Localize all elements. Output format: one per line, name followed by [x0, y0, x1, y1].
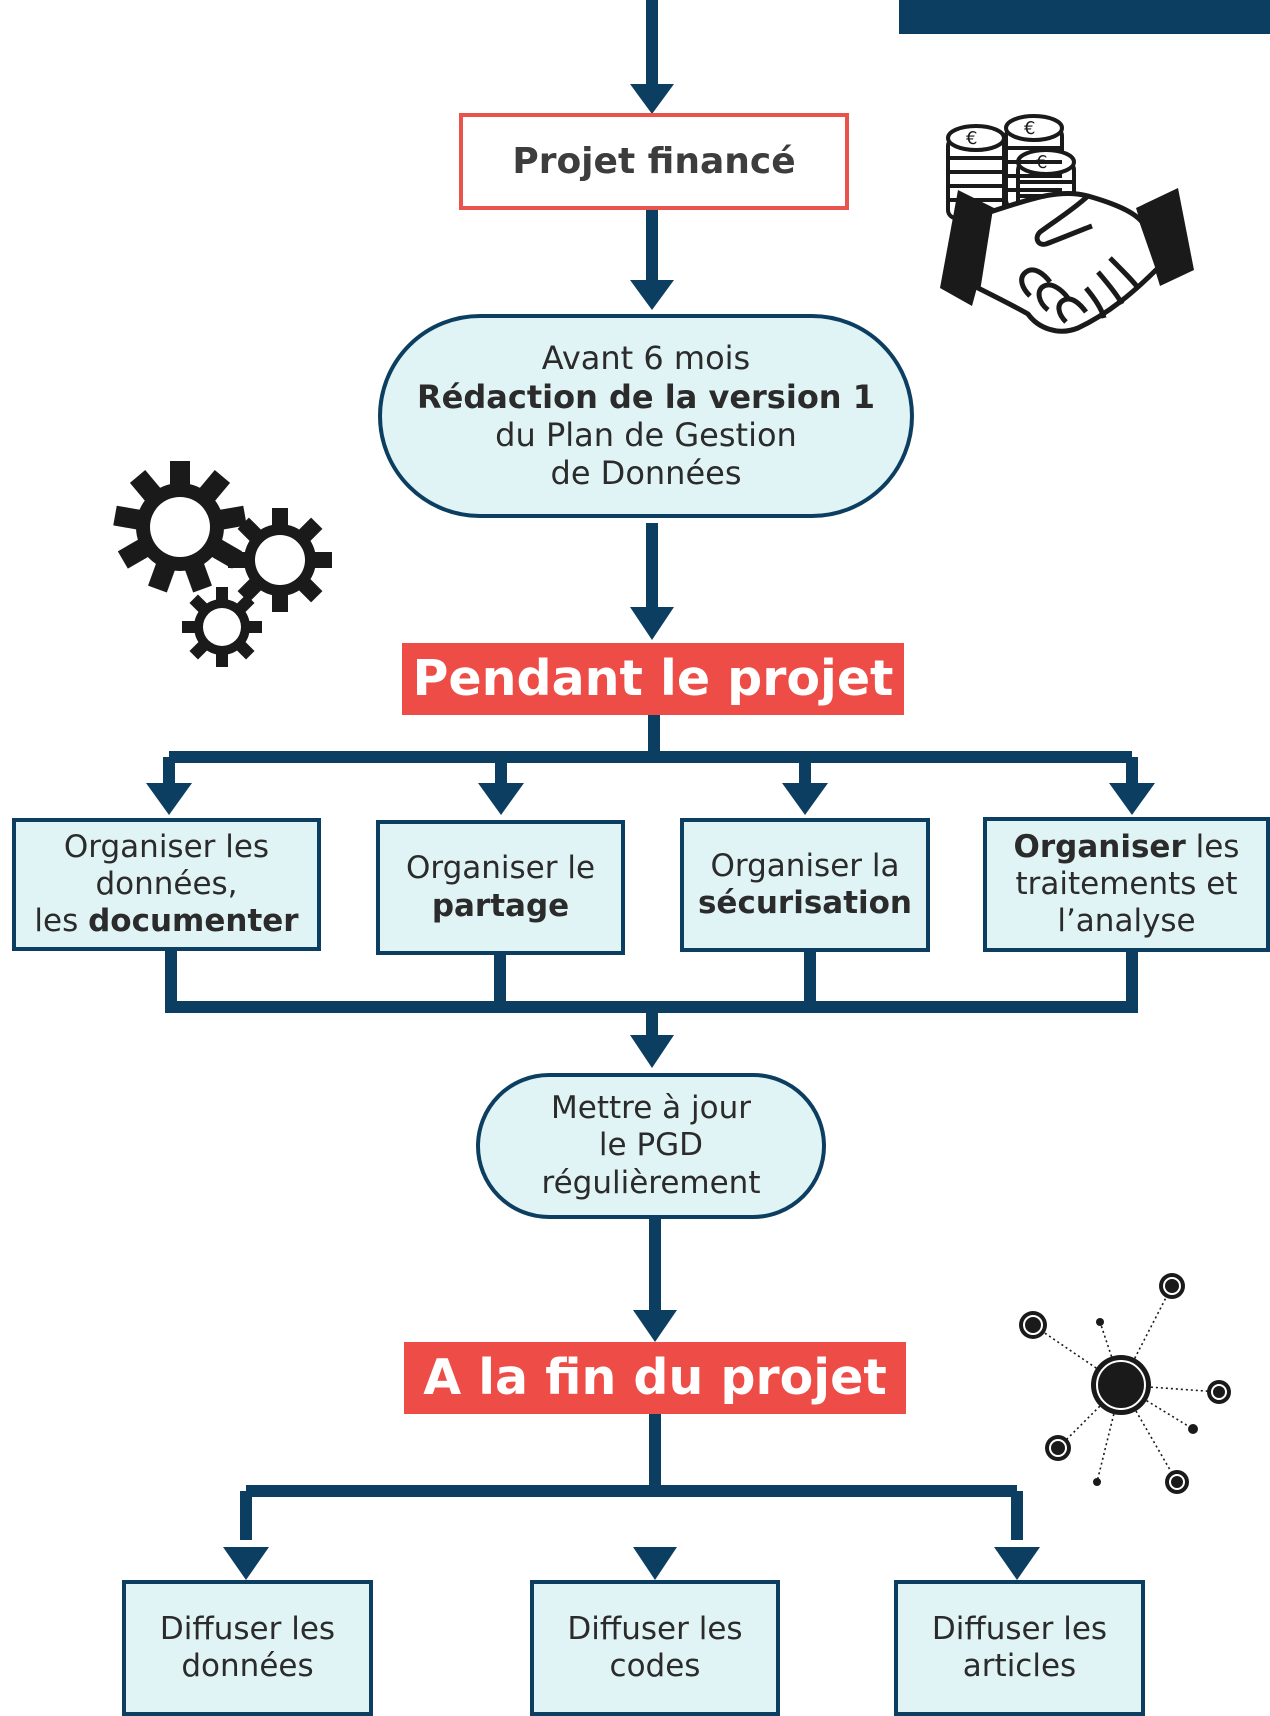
- output-share-data: Diffuser les données: [122, 1580, 373, 1716]
- output-share-articles: Diffuser les articles: [894, 1580, 1145, 1716]
- funded-project-box: Projet financé: [459, 113, 849, 210]
- funded-label: Projet financé: [512, 140, 796, 182]
- task-organise-sharing: Organiser le partage: [376, 820, 625, 955]
- coins-handshake-icon: € € €: [940, 114, 1194, 334]
- task-organise-security-line2: sécurisation: [697, 885, 913, 921]
- output-share-data-line1: Diffuser les: [159, 1610, 336, 1647]
- dmp-v1-line3: du Plan de Gestion: [495, 416, 797, 454]
- task-organise-security: Organiser la sécurisation: [680, 818, 930, 952]
- update-dmp-line1: Mettre à jour: [551, 1090, 751, 1127]
- end-project-banner: A la fin du projet: [404, 1342, 906, 1414]
- task-organise-data-line2: données,: [95, 865, 238, 902]
- gears-icon: [113, 461, 332, 667]
- task-organise-sharing-line2: partage: [431, 887, 570, 924]
- task-organise-processing-line2: traitements et: [1015, 865, 1238, 902]
- dmp-v1-line2: Rédaction de la version 1: [417, 377, 875, 416]
- task-organise-data: Organiser les données, les documenter: [12, 818, 321, 951]
- output-share-code-line2: codes: [609, 1648, 701, 1684]
- during-project-banner: Pendant le projet: [402, 643, 904, 715]
- update-dmp-pill: Mettre à jour le PGD régulièrement: [476, 1073, 826, 1219]
- svg-text:€: €: [1024, 118, 1035, 139]
- output-share-articles-line1: Diffuser les: [931, 1610, 1108, 1647]
- task-organise-data-line3-prefix: les: [34, 903, 89, 940]
- update-dmp-line2: le PGD: [598, 1127, 704, 1164]
- output-share-code: Diffuser les codes: [530, 1580, 780, 1716]
- output-share-data-line2: données: [181, 1648, 314, 1684]
- dmp-v1-line1: Avant 6 mois: [541, 339, 751, 378]
- output-share-code-line1: Diffuser les: [567, 1610, 743, 1647]
- network-icon: [1019, 1273, 1231, 1494]
- task-organise-processing-line1-suffix: les: [1185, 828, 1240, 865]
- update-dmp-line3: régulièrement: [541, 1164, 761, 1201]
- task-organise-data-line3-bold: documenter: [88, 903, 299, 940]
- svg-text:€: €: [1036, 152, 1047, 173]
- task-organise-data-line1: Organiser les: [63, 828, 270, 865]
- task-organise-processing-line3: l’analyse: [1057, 903, 1196, 940]
- during-project-label: Pendant le projet: [412, 649, 894, 707]
- end-project-label: A la fin du projet: [423, 1348, 887, 1406]
- dmp-v1-line4: de Données: [550, 454, 742, 493]
- task-organise-sharing-line1: Organiser le: [405, 850, 596, 887]
- task-organise-security-line1: Organiser la: [710, 847, 900, 884]
- svg-text:€: €: [966, 128, 977, 149]
- task-organise-processing-line1-bold: Organiser: [1013, 828, 1186, 865]
- task-organise-processing: Organiser les traitements et l’analyse: [983, 817, 1270, 952]
- dmp-v1-pill: Avant 6 mois Rédaction de la version 1 d…: [378, 314, 914, 518]
- header-bar: [899, 0, 1270, 34]
- output-share-articles-line2: articles: [962, 1648, 1077, 1684]
